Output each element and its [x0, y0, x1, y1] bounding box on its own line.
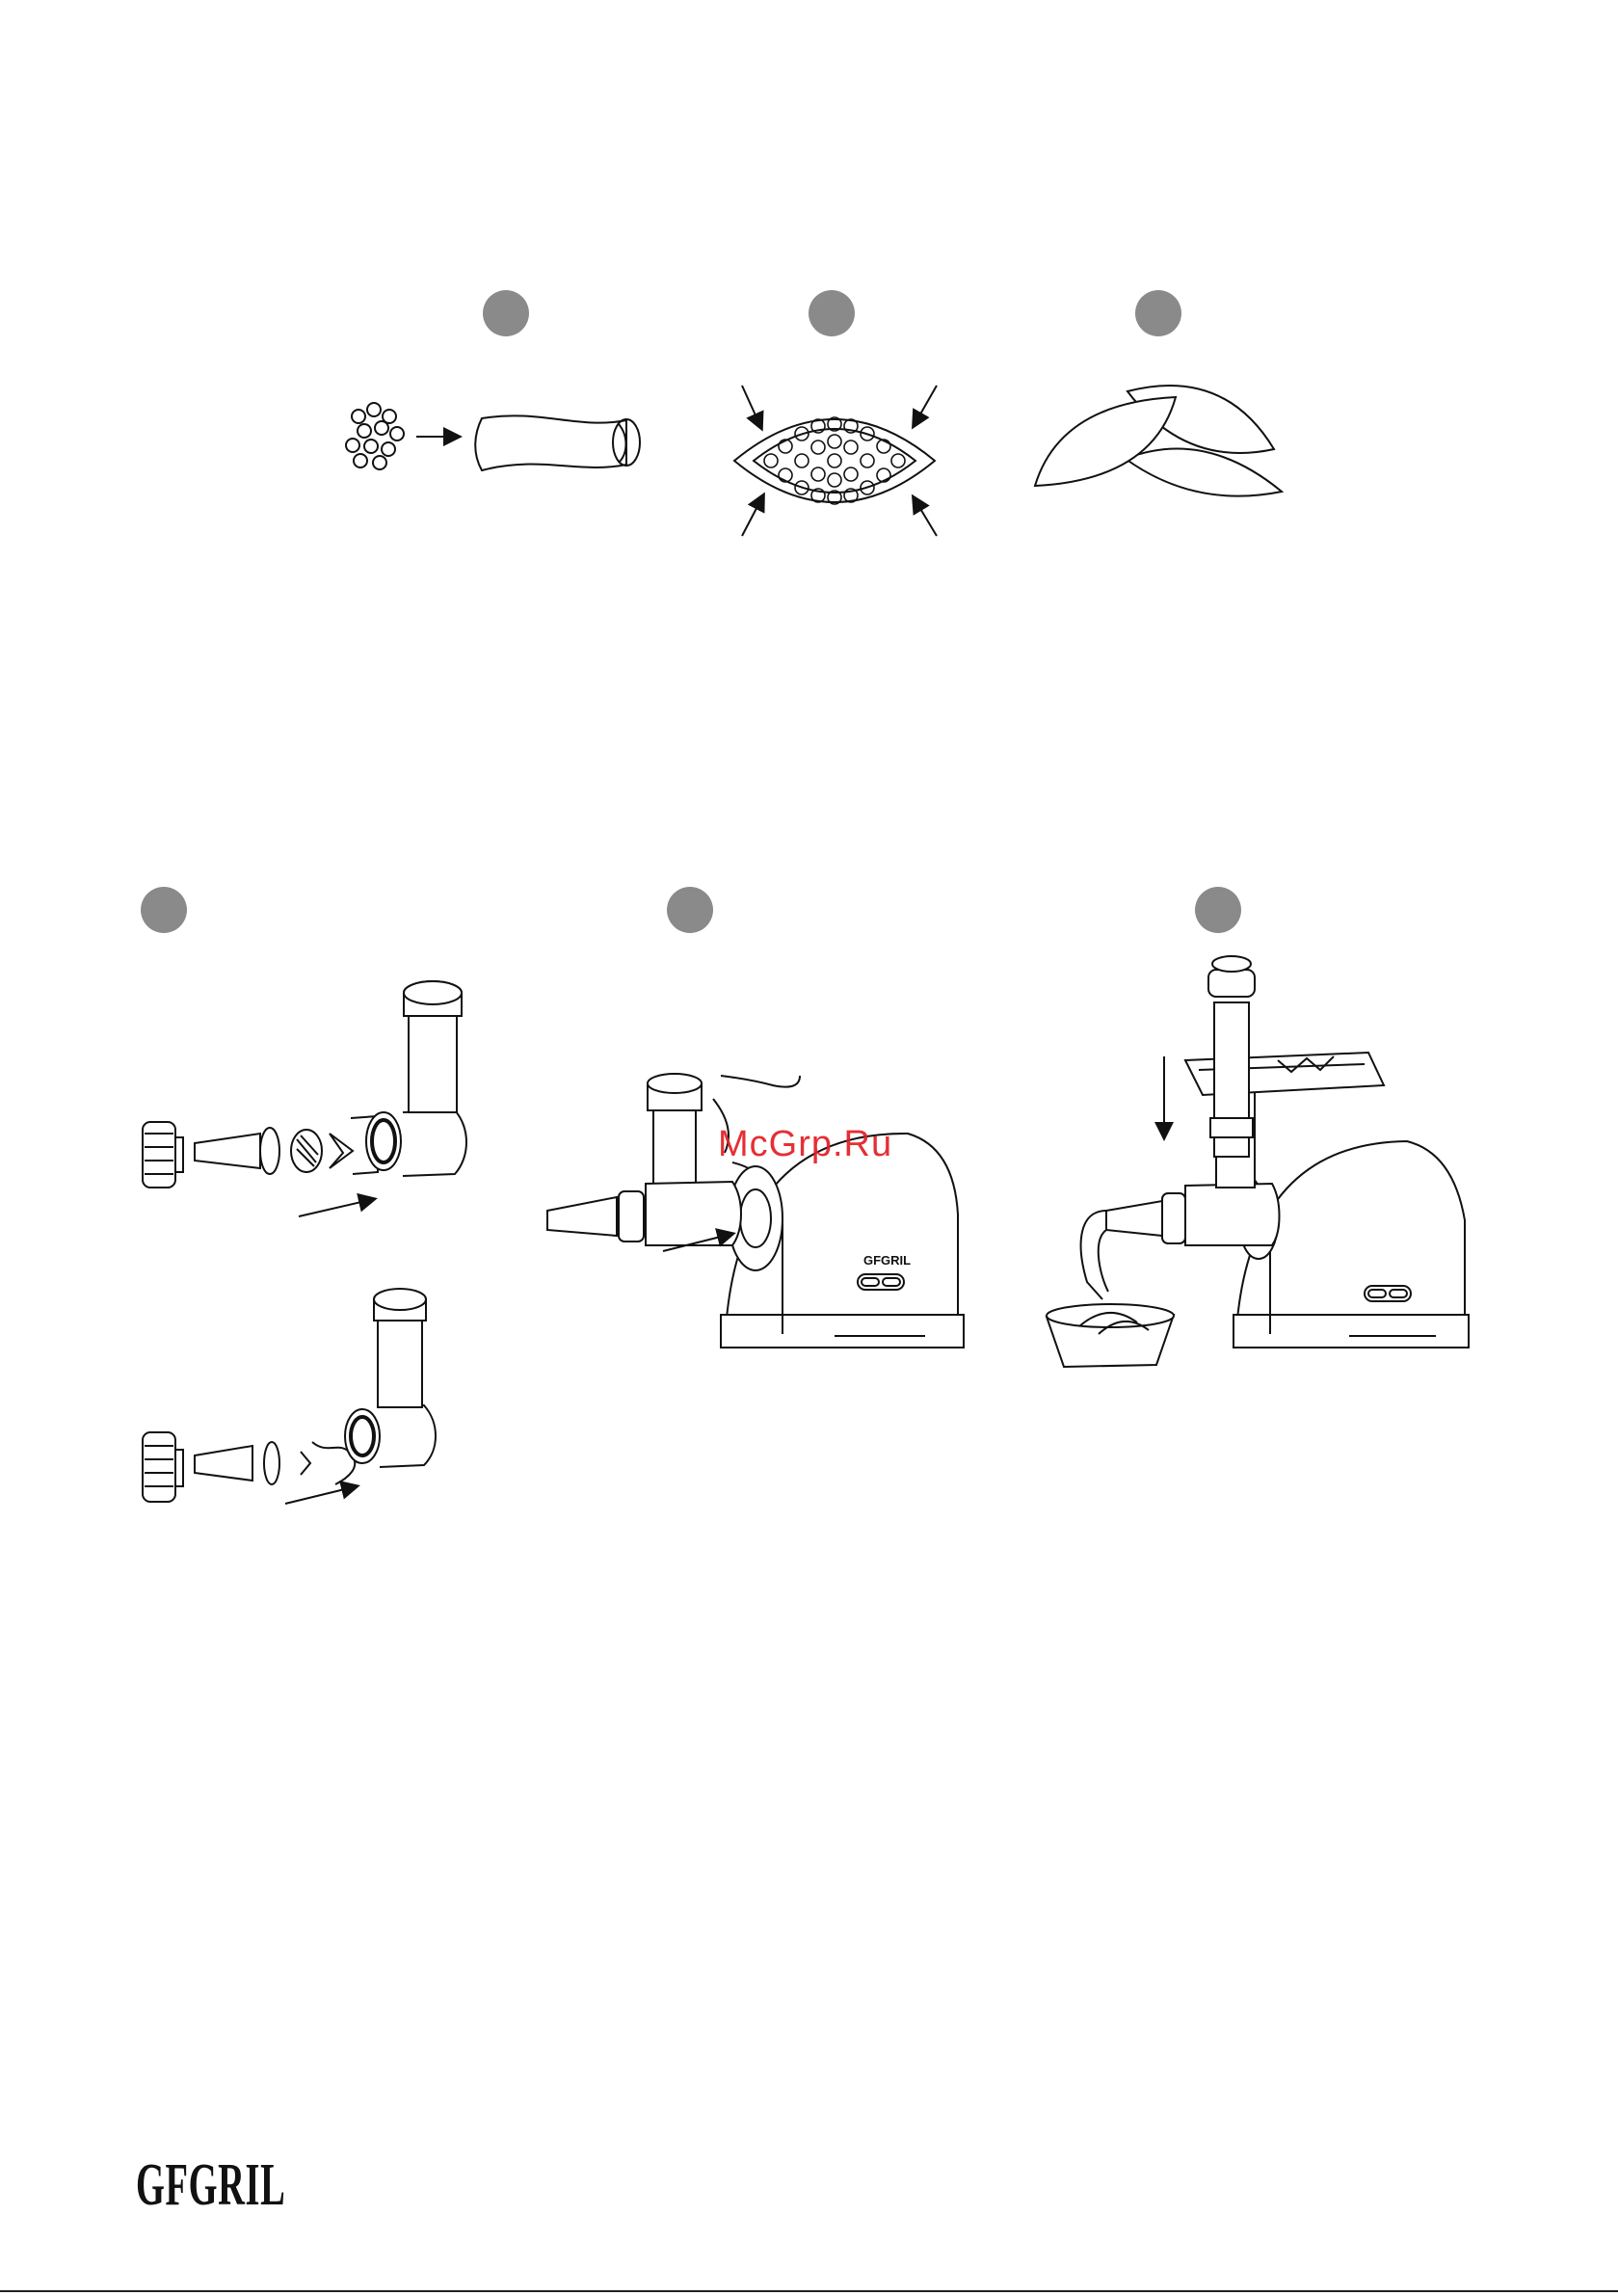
- brand-logo: GFGRIL: [136, 2151, 285, 2220]
- kibbeh-pieces-icon: [1035, 386, 1282, 496]
- bottom-divider: [0, 2290, 1618, 2292]
- meat-grinder-attach-icon: GFGRIL: [547, 1074, 964, 1348]
- device-brand-label: GFGRIL: [863, 1253, 911, 1268]
- kibbeh-filled-shell-icon: [734, 386, 937, 536]
- sausage-casing-icon: [346, 403, 640, 470]
- meat-grinder-operate-icon: [1047, 956, 1469, 1367]
- exploded-assembly-icon: [143, 981, 466, 1504]
- watermark-text: McGrp.Ru: [718, 1124, 892, 1165]
